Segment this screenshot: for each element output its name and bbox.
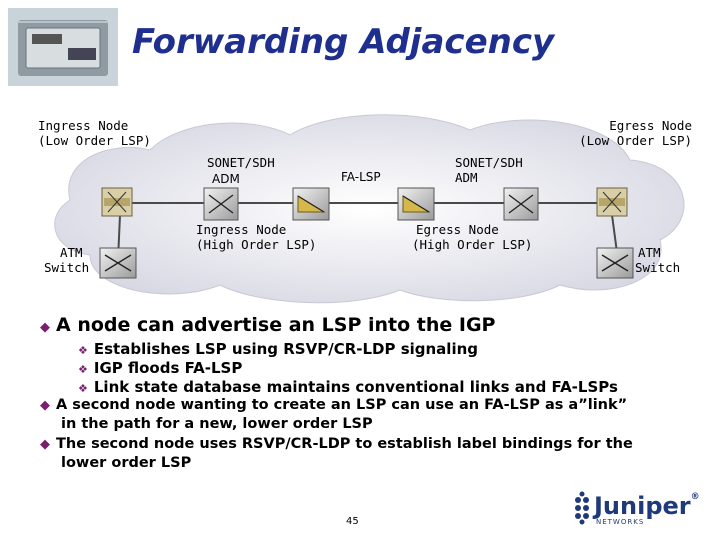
fa-lsp-label: FA-LSP	[341, 170, 381, 184]
bullet-sub-2: ❖IGP floods FA-LSP	[78, 359, 243, 377]
ingress-high-sublabel: (High Order LSP)	[196, 237, 317, 252]
bullet-diamond-icon: ◆	[40, 398, 50, 413]
sonet-right-label: SONET/SDH	[455, 155, 523, 170]
atm-left-label: ATM	[60, 245, 83, 260]
atm-switch-right-icon	[596, 247, 634, 279]
sonet-adm-right-icon	[503, 187, 539, 221]
sonet-left-label: SONET/SDH	[207, 155, 275, 170]
juniper-logo: Juniper® NETWORKS	[570, 490, 710, 530]
juniper-mark-icon	[575, 491, 589, 525]
atm-switch-left-icon	[99, 247, 137, 279]
page-number: 45	[346, 516, 359, 527]
ingress-high-label: Ingress Node	[196, 222, 287, 237]
bullet-main-3: ◆The second node uses RSVP/CR-LDP to est…	[40, 436, 633, 471]
sonet-left-sublabel: ADM	[212, 172, 240, 186]
forwarding-adjacency-diagram	[54, 114, 685, 304]
egress-low-sublabel: (Low Order LSP)	[579, 133, 692, 148]
bullet-small-diamond-icon: ❖	[78, 382, 88, 395]
bullet-main-2: ◆A second node wanting to create an LSP …	[40, 397, 628, 432]
atm-router-left-icon	[101, 187, 133, 217]
bullet-small-diamond-icon: ❖	[78, 363, 88, 376]
atm-right-label: ATM	[638, 245, 661, 260]
bullet-sub-3: ❖Link state database maintains conventio…	[78, 378, 618, 396]
lsr-ingress-high-icon	[292, 187, 330, 221]
atm-left-sublabel: Switch	[44, 260, 90, 275]
slide-title: Forwarding Adjacency	[132, 22, 555, 62]
sonet-right-sublabel: ADM	[455, 170, 478, 185]
egress-high-label: Egress Node	[416, 222, 499, 237]
bullet-diamond-icon: ◆	[40, 320, 50, 335]
sonet-adm-left-icon	[203, 187, 239, 221]
network-cloud	[54, 114, 685, 304]
egress-low-label: Egress Node	[609, 118, 692, 133]
chip-image	[8, 8, 118, 86]
bullet-diamond-icon: ◆	[40, 437, 50, 452]
atm-router-right-icon	[596, 187, 628, 217]
bullet-sub-1: ❖Establishes LSP using RSVP/CR-LDP signa…	[78, 340, 479, 358]
bullet-small-diamond-icon: ❖	[78, 344, 88, 357]
egress-high-sublabel: (High Order LSP)	[412, 237, 533, 252]
ingress-low-sublabel: (Low Order LSP)	[38, 133, 151, 148]
ingress-low-label: Ingress Node	[38, 118, 129, 133]
bullet-main-1: ◆A node can advertise an LSP into the IG…	[40, 314, 496, 336]
lsr-egress-high-icon	[397, 187, 435, 221]
atm-right-sublabel: Switch	[635, 260, 681, 275]
